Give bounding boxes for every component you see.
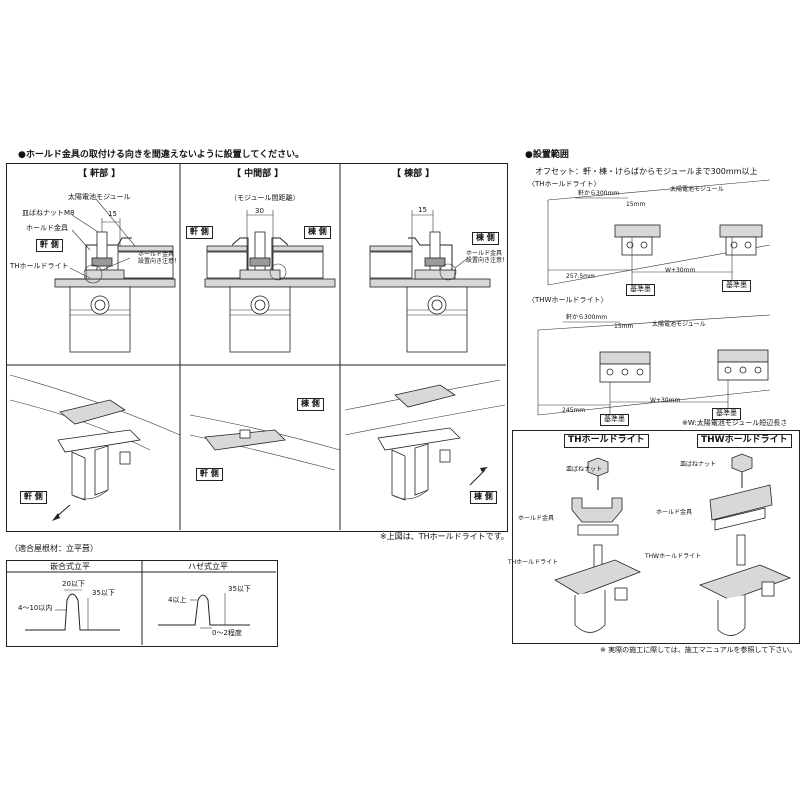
eave-perspective-drawing	[9, 374, 181, 521]
th-dim2: W+30mm	[665, 267, 696, 274]
eave-bottom-side: 軒 側	[20, 491, 47, 504]
thw-dim15: 15mm	[614, 323, 634, 330]
roof-a-dim2: 35以下	[92, 589, 115, 597]
thw-base-label: THWホールドライト	[645, 553, 702, 560]
eave-side-label: 軒 側	[36, 239, 63, 252]
thw-label: 〈THWホールドライト〉	[528, 296, 608, 304]
offset-note: オフセット：軒・棟・けらばからモジュールまで300mm以上	[535, 167, 758, 176]
thw-nut-label: 皿ばねナット	[680, 461, 717, 468]
middle-section-drawing	[204, 210, 336, 353]
ridge-note-2: 設置向き注意！	[466, 257, 509, 264]
th-base2: 基準墨	[722, 280, 751, 292]
right-heading: ●設置範囲	[525, 150, 569, 160]
roof-a-title: 嵌合式立平	[50, 562, 90, 571]
th-module: 太陽電池モジュール	[670, 186, 724, 193]
eave-nut-label: 皿ばねナットM8	[22, 209, 75, 217]
thw-bracket-label: ホールド金具	[656, 509, 693, 516]
roof-a-dim1: 20以下	[62, 580, 85, 588]
eave-note-1: ホールド金具	[138, 251, 175, 258]
thw-module: 太陽電池モジュール	[652, 321, 706, 328]
middle-dim: 30	[255, 207, 264, 215]
left-footnote: ※上図は、THホールドライトです。	[380, 532, 509, 541]
ridge-dim: 15	[418, 206, 427, 214]
ridge-section-drawing	[369, 210, 491, 353]
thw-exploded-title: THWホールドライト	[697, 434, 792, 448]
w-note: ※W:太陽電池モジュール短辺長さ	[682, 419, 788, 427]
th-base1: 基準墨	[626, 284, 655, 296]
th-label: 〈THホールドライト〉	[528, 180, 601, 188]
roof-b-dim3: 0～2程度	[212, 629, 242, 637]
roof-b-dim1: 4以上	[168, 596, 187, 604]
eave-dim: 15	[108, 210, 117, 218]
left-heading: ●ホールド金具の取付ける向きを間違えないように設置してください。	[18, 150, 305, 160]
th-from-eave: 軒から300mm	[578, 190, 620, 197]
thw-exploded-drawing	[698, 453, 792, 636]
ridge-side-label: 棟 側	[472, 232, 499, 245]
middle-title: 【 中間部 】	[232, 169, 284, 179]
eave-base-label: THホールドライト	[10, 262, 69, 270]
th-dim15: 15mm	[626, 201, 646, 208]
thw-base1: 基準墨	[600, 414, 629, 426]
middle-left-side: 軒 側	[186, 226, 213, 239]
ridge-note-1: ホールド金具	[466, 250, 503, 257]
eave-section-drawing	[54, 198, 176, 353]
thw-dim2: W+30mm	[650, 397, 681, 404]
middle-eave-side: 軒 側	[196, 468, 223, 481]
eave-module-label: 太陽電池モジュール	[68, 193, 131, 201]
thw-from-eave: 軒から300mm	[566, 314, 608, 321]
middle-ridge-side: 棟 側	[297, 398, 324, 411]
roof-title: （適合屋根材：立平葺）	[10, 544, 98, 553]
roof-b-dim2: 35以下	[228, 585, 251, 593]
middle-perspective-drawing	[189, 414, 341, 471]
bottom-note: ※ 実際の施工に際しては、施工マニュアルを参照して下さい。	[600, 646, 797, 654]
eave-note-2: 設置向き注意！	[138, 258, 181, 265]
th-base-label: THホールドライト	[508, 559, 559, 566]
ridge-title: 【 棟部 】	[392, 169, 435, 179]
middle-right-side: 棟 側	[304, 226, 331, 239]
ridge-perspective-drawing	[344, 379, 506, 501]
thw-dim1: 245mm	[562, 407, 586, 414]
th-exploded-title: THホールドライト	[564, 434, 649, 448]
th-range-drawing	[547, 179, 771, 292]
th-dim1: 257.5mm	[566, 273, 595, 280]
eave-title: 【 軒部 】	[78, 169, 121, 179]
ridge-bottom-side: 棟 側	[470, 491, 497, 504]
th-nut-label: 皿ばねナット	[566, 466, 603, 473]
eave-bracket-label: ホールド金具	[26, 224, 68, 232]
middle-spacing-label: （モジュール間距離）	[230, 194, 300, 202]
th-bracket-label: ホールド金具	[518, 515, 555, 522]
roof-b-title: ハゼ式立平	[188, 562, 228, 571]
thw-base2: 基準墨	[712, 408, 741, 420]
th-exploded-drawing	[554, 457, 642, 633]
roof-a-dim3: 4～10以内	[18, 604, 53, 612]
thw-range-drawing	[537, 314, 771, 420]
